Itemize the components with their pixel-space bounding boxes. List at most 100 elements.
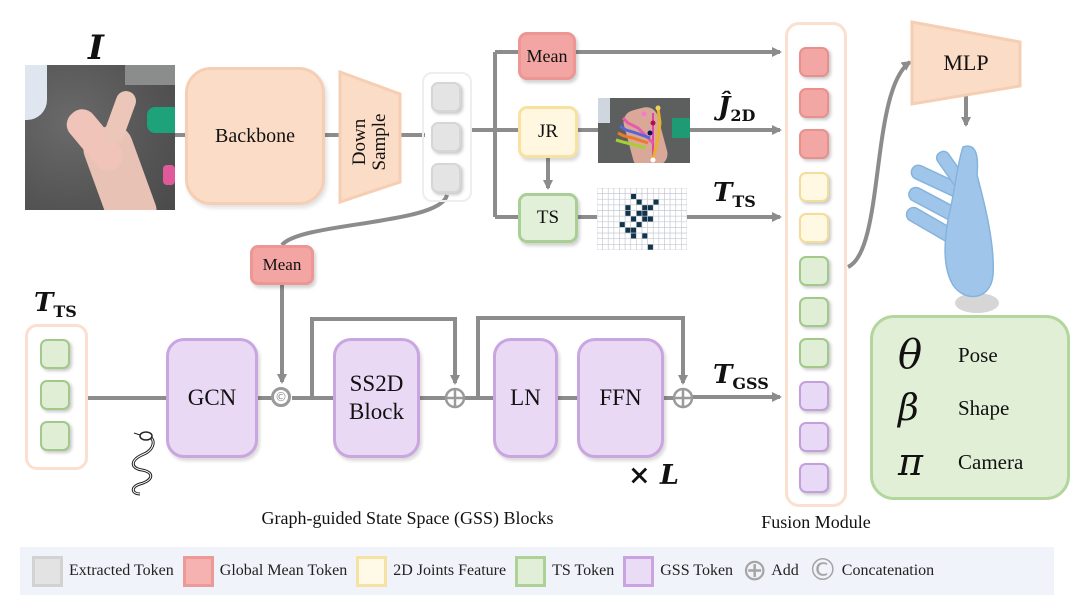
grid-cell xyxy=(613,221,620,228)
grid-cell xyxy=(602,221,609,228)
grid-cell xyxy=(607,210,615,217)
grid-cell xyxy=(664,215,671,223)
joints-2d-image xyxy=(598,98,690,163)
ffn-block: FFN xyxy=(577,338,664,458)
grid-cell-filled xyxy=(647,215,654,223)
grid-cell xyxy=(602,210,609,217)
legend-label: TS Token xyxy=(552,562,615,579)
grid-cell xyxy=(597,232,603,240)
grid-cell xyxy=(636,232,643,240)
grid-cell-filled xyxy=(630,227,637,234)
output-row-shape: β Shape xyxy=(898,388,1009,429)
grid-cell xyxy=(602,204,609,211)
grid-cell xyxy=(681,227,687,234)
skip-2 xyxy=(476,316,688,398)
grid-cell xyxy=(669,204,677,211)
extracted-tokens-group xyxy=(422,72,472,202)
grid-cell xyxy=(669,238,677,245)
ln-label: LN xyxy=(510,385,541,410)
tgss-label: TGSS xyxy=(713,360,769,394)
ts-block: TS xyxy=(518,193,578,243)
output-row-pose: θ Pose xyxy=(898,332,998,378)
grid-cell xyxy=(624,193,632,200)
legend-swatch xyxy=(182,555,214,587)
gcn-label: GCN xyxy=(187,385,237,410)
fusion-token-red xyxy=(799,47,829,77)
grid-cell xyxy=(602,198,609,206)
grid-cell xyxy=(641,193,648,200)
concat-operator-icon: © xyxy=(271,387,291,407)
legend-label: Add xyxy=(771,562,799,579)
mean-block-top: Mean xyxy=(518,32,576,80)
grid-cell xyxy=(602,188,609,194)
grid-cell-filled xyxy=(641,204,648,211)
grid-cell xyxy=(664,227,671,234)
extracted-token xyxy=(431,82,461,112)
input-image-label: I xyxy=(88,28,104,68)
add-operator-icon xyxy=(672,387,694,409)
fusion-token-green xyxy=(799,256,829,286)
legend-label: Concatenation xyxy=(841,562,935,579)
grid-cell xyxy=(597,210,603,217)
grid-cell xyxy=(658,204,665,211)
grid-cell xyxy=(636,238,643,245)
grid-cell xyxy=(669,188,677,194)
grid-cell xyxy=(652,210,660,217)
ts-token xyxy=(40,380,70,410)
grid-cell xyxy=(619,215,626,223)
grid-cell xyxy=(607,193,615,200)
grid-cell xyxy=(641,198,648,206)
fusion-module xyxy=(785,22,847,507)
grid-cell xyxy=(619,244,626,250)
token-grid-image xyxy=(597,188,687,250)
grid-cell xyxy=(613,227,620,234)
ts-token xyxy=(40,421,70,451)
grid-cell xyxy=(597,244,603,250)
fusion-token-purple xyxy=(799,381,829,411)
grid-cell xyxy=(675,188,682,194)
grid-cell xyxy=(602,232,609,240)
j2d-label: Ĵ2D xyxy=(718,92,756,126)
grid-cell xyxy=(647,232,654,240)
grid-cell xyxy=(613,238,620,245)
jr-block: JR xyxy=(518,106,578,158)
grid-cell-filled xyxy=(641,210,648,217)
grid-cell xyxy=(641,221,648,228)
grid-cell xyxy=(636,188,643,194)
grid-cell xyxy=(652,204,660,211)
grid-cell xyxy=(619,188,626,194)
camera-label: Camera xyxy=(958,449,1024,474)
fusion-token-purple xyxy=(799,422,829,452)
grid-cell xyxy=(647,227,654,234)
grid-cell xyxy=(630,204,637,211)
pose-label: Pose xyxy=(958,342,998,367)
grid-cell xyxy=(658,221,665,228)
grid-cell xyxy=(607,244,615,250)
grid-cell xyxy=(675,232,682,240)
tts-top-label: TTS xyxy=(713,178,756,212)
grid-cell xyxy=(607,238,615,245)
grid-cell xyxy=(658,210,665,217)
ffn-label: FFN xyxy=(599,385,642,410)
grid-cell xyxy=(613,188,620,194)
grid-cell-filled xyxy=(630,193,637,200)
input-hand-image xyxy=(25,65,175,210)
fusion-token-green xyxy=(799,338,829,368)
grid-cell xyxy=(636,215,643,223)
grid-cell xyxy=(681,244,687,250)
add-operator-icon xyxy=(444,387,466,409)
grid-cell xyxy=(669,210,677,217)
grid-cell xyxy=(607,204,615,211)
grid-cell xyxy=(619,227,626,234)
legend-swatch xyxy=(32,555,63,587)
shape-label: Shape xyxy=(958,396,1010,420)
grid-cell xyxy=(641,188,648,194)
grid-cell xyxy=(597,188,603,194)
grid-cell xyxy=(669,198,677,206)
grid-cell xyxy=(624,198,632,206)
grid-cell xyxy=(613,193,620,200)
grid-cell xyxy=(669,193,677,200)
grid-cell xyxy=(669,227,677,234)
